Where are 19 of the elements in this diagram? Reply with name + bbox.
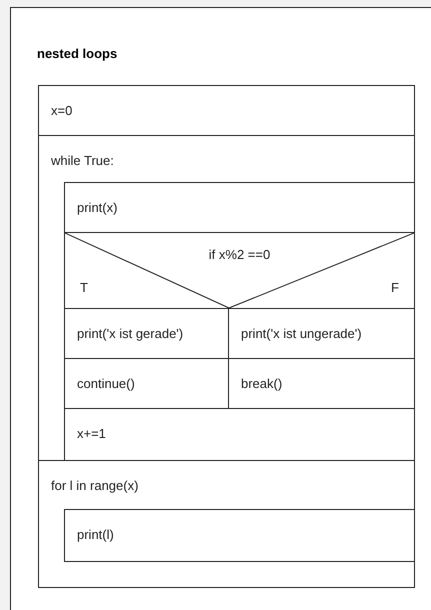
true-branch-label: T: [80, 278, 88, 296]
loop-block: [38, 460, 415, 588]
statement-block: [64, 182, 415, 233]
statement-block: [64, 509, 415, 562]
statement-text: print('x ist ungerade'): [241, 325, 362, 343]
statement-text: print(l): [77, 526, 114, 544]
loop-condition: for l in range(x): [51, 477, 138, 495]
statement-text: continue(): [77, 375, 135, 393]
statement-text: x=0: [51, 102, 72, 120]
statement-text: print('x ist gerade'): [77, 325, 184, 343]
diagram-title: nested loops: [37, 45, 118, 63]
statement-text: x+=1: [77, 425, 106, 443]
condition-text: if x%2 ==0: [208, 246, 272, 264]
false-branch-label: F: [391, 278, 399, 296]
loop-block: [38, 135, 415, 461]
statement-text: print(x): [77, 199, 118, 217]
statement-block: [38, 85, 415, 136]
loop-condition: while True:: [51, 152, 114, 170]
statement-text: break(): [241, 375, 282, 393]
